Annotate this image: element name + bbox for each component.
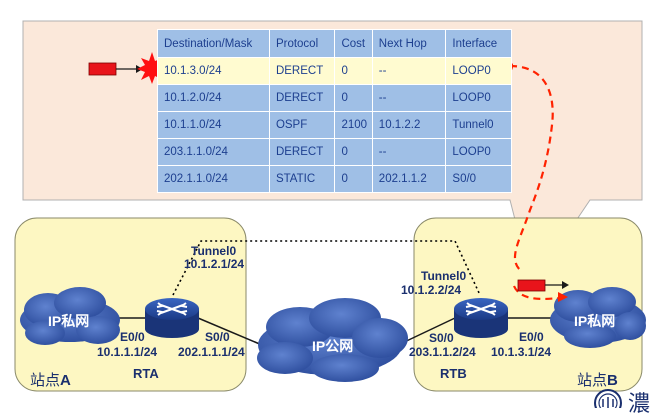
- rtb-tunnel-name: Tunnel0: [421, 269, 467, 283]
- rtb-s00: S0/0: [429, 331, 454, 345]
- cell: Tunnel0: [445, 111, 512, 139]
- router-icon: [145, 298, 199, 338]
- packet-path: [509, 64, 554, 271]
- cell: LOOP0: [445, 138, 512, 166]
- col-interface: Interface: [445, 29, 512, 58]
- logo-icon: [594, 389, 622, 408]
- site-a-area: [14, 217, 247, 392]
- cell: LOOP0: [445, 84, 512, 112]
- cell: --: [371, 84, 447, 112]
- routing-table: Destination/Mask Protocol Cost Next Hop …: [157, 29, 512, 193]
- table-row: 203.1.1.0/24 DERECT 0 -- LOOP0: [157, 138, 512, 166]
- cell: 0: [334, 138, 373, 166]
- cell: LOOP0: [445, 57, 512, 85]
- cloud-icon: [550, 287, 646, 348]
- cell: 2100: [334, 111, 373, 139]
- site-a-prefix: 站点: [30, 372, 61, 389]
- rta-name: RTA: [133, 366, 159, 381]
- rtb-tunnel-ip: 10.1.2.2/24: [401, 283, 462, 297]
- site-b-letter: B: [607, 372, 618, 389]
- site-a-label: 站点A: [30, 369, 71, 390]
- link-rta-cloud-mid: [197, 317, 263, 346]
- cloud-icon: [20, 287, 120, 345]
- packet-path: [512, 285, 559, 301]
- cell: STATIC: [268, 165, 336, 193]
- cell: --: [371, 57, 447, 85]
- cell: 202.1.1.2: [371, 165, 447, 193]
- packet-arrow-head: [562, 281, 569, 289]
- arrow-head: [558, 292, 568, 302]
- rta-e00-ip: 10.1.1.1/24: [97, 345, 158, 359]
- cell: 0: [334, 165, 373, 193]
- cell: --: [371, 138, 447, 166]
- cell: 202.1.1.0/24: [157, 165, 270, 193]
- cell: S0/0: [445, 165, 512, 193]
- cell: 0: [334, 84, 373, 112]
- cell: DERECT: [268, 57, 336, 85]
- col-next-hop: Next Hop: [371, 29, 447, 58]
- col-destination: Destination/Mask: [157, 29, 270, 58]
- cell: 10.1.3.0/24: [157, 57, 270, 85]
- site-a-letter: A: [60, 372, 71, 389]
- cloud-left-label: IP私网: [48, 313, 90, 329]
- tunnel-line: [172, 240, 481, 296]
- packet-icon: [517, 279, 546, 292]
- rta-s00: S0/0: [205, 330, 230, 344]
- router-icon: [454, 298, 508, 338]
- table-row: 10.1.3.0/24 DERECT 0 -- LOOP0: [157, 57, 512, 85]
- cell: 10.1.2.2: [371, 111, 447, 139]
- cell: 10.1.1.0/24: [157, 111, 270, 139]
- corner-char: 濃: [628, 391, 651, 416]
- cell: 0: [334, 57, 373, 85]
- cell: 203.1.1.0/24: [157, 138, 270, 166]
- cloud-right-label: IP私网: [574, 313, 616, 329]
- rtb-name: RTB: [440, 366, 467, 381]
- rta-tunnel-ip: 10.1.2.1/24: [184, 257, 245, 271]
- cell: 10.1.2.0/24: [157, 84, 270, 112]
- cloud-mid-label: IP公网: [312, 338, 354, 354]
- cell: DERECT: [268, 84, 336, 112]
- packet-icon: [88, 62, 117, 76]
- table-row: 10.1.2.0/24 DERECT 0 -- LOOP0: [157, 84, 512, 112]
- rtb-e00-ip: 10.1.3.1/24: [491, 345, 552, 359]
- rta-s00-ip: 202.1.1.1/24: [178, 345, 245, 359]
- rta-tunnel-name: Tunnel0: [191, 244, 237, 258]
- cell: OSPF: [268, 111, 336, 139]
- col-cost: Cost: [334, 29, 373, 58]
- cloud-icon: [257, 298, 408, 382]
- table-row: 10.1.1.0/24 OSPF 2100 10.1.2.2 Tunnel0: [157, 111, 512, 139]
- table-header-row: Destination/Mask Protocol Cost Next Hop …: [157, 29, 512, 58]
- rta-e00: E0/0: [120, 330, 145, 344]
- site-b-label: 站点B: [577, 369, 618, 390]
- cell: DERECT: [268, 138, 336, 166]
- table-row: 202.1.1.0/24 STATIC 0 202.1.1.2 S0/0: [157, 165, 512, 193]
- rtb-e00: E0/0: [519, 330, 544, 344]
- site-b-prefix: 站点: [577, 372, 608, 389]
- col-protocol: Protocol: [268, 29, 336, 58]
- rtb-s00-ip: 203.1.1.2/24: [409, 345, 476, 359]
